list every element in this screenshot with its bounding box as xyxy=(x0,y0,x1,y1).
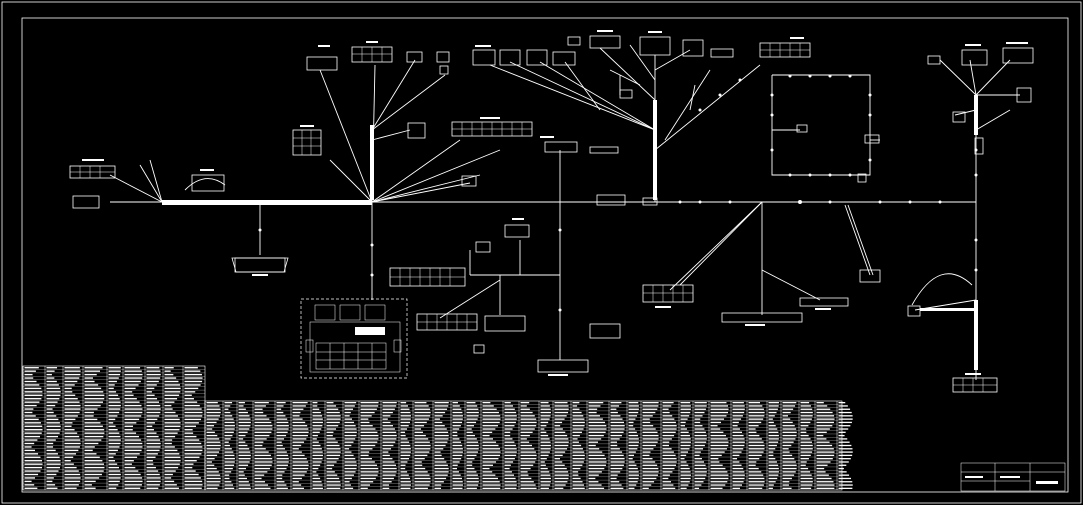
connector xyxy=(306,56,338,71)
inner-border xyxy=(21,17,1069,493)
connector xyxy=(537,359,589,373)
connector xyxy=(499,49,521,66)
connector xyxy=(864,134,880,144)
connector xyxy=(642,197,658,206)
connector xyxy=(461,175,477,187)
splice-dots xyxy=(258,74,978,312)
connector xyxy=(961,49,988,66)
connector xyxy=(927,55,941,65)
connector xyxy=(472,49,496,66)
connector xyxy=(473,344,485,354)
connector xyxy=(682,39,704,57)
connector xyxy=(526,49,548,66)
connector xyxy=(504,224,530,238)
loop-frame xyxy=(771,74,880,176)
connector xyxy=(952,111,966,123)
connector xyxy=(292,129,322,156)
connector xyxy=(234,257,286,273)
connector xyxy=(721,312,803,323)
connector xyxy=(406,51,423,63)
connector xyxy=(907,305,921,317)
connector xyxy=(799,297,849,307)
connector xyxy=(484,315,526,332)
right-branches xyxy=(184,59,1020,311)
connector xyxy=(475,241,491,253)
connector xyxy=(857,173,867,183)
connector xyxy=(589,35,621,49)
connector xyxy=(436,51,450,63)
connector xyxy=(796,124,808,133)
connector xyxy=(589,323,621,339)
connector xyxy=(1002,47,1034,64)
connector xyxy=(544,141,578,153)
connector xyxy=(589,146,619,154)
connector xyxy=(974,137,984,155)
connector xyxy=(596,194,626,206)
connector xyxy=(407,122,426,139)
connector-labels xyxy=(82,30,1028,376)
wire-list-tables xyxy=(22,365,853,491)
connector xyxy=(642,284,694,303)
upper-middle-branches xyxy=(489,44,761,151)
connector xyxy=(1016,87,1032,103)
connector xyxy=(859,269,881,283)
connector xyxy=(439,65,449,75)
connector xyxy=(567,36,581,46)
connector xyxy=(619,89,633,99)
title-block xyxy=(960,462,1066,492)
ecu-module xyxy=(300,298,408,379)
connector xyxy=(710,48,734,58)
connector xyxy=(72,195,100,209)
connector xyxy=(552,51,576,66)
trapezoid-connector xyxy=(231,257,289,273)
connector xyxy=(191,174,225,192)
connector xyxy=(639,36,671,56)
main-trunk xyxy=(110,55,977,380)
left-node-branches xyxy=(109,59,501,203)
connector-pins xyxy=(70,43,997,392)
